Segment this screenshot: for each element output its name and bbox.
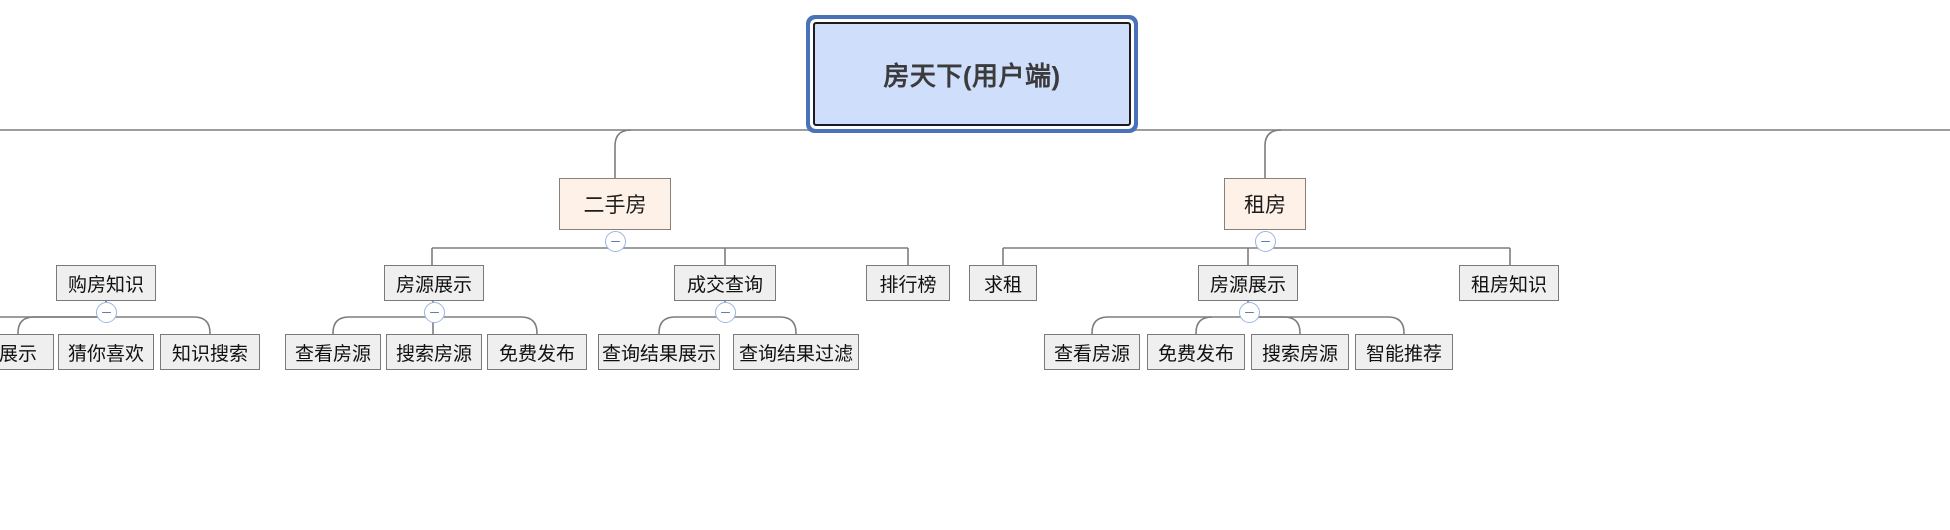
minus-circle-icon: [611, 240, 620, 243]
node-ershoufang[interactable]: 二手房: [559, 178, 671, 230]
node-zhanshi[interactable]: 展示: [0, 334, 54, 370]
minus-circle-icon: [430, 311, 439, 314]
node-chaxun-jieguo-zhanshi[interactable]: 查询结果展示: [598, 334, 720, 370]
minus-circle-icon: [1245, 311, 1254, 314]
root-node-fangtianxia[interactable]: 房天下(用户端): [813, 22, 1131, 126]
collapse-toggle-fangyuan-zhanshi-zufang[interactable]: [1239, 302, 1260, 323]
node-mianfei-fabu-zufang[interactable]: 免费发布: [1147, 334, 1245, 370]
collapse-toggle-chengjiao-chaxun[interactable]: [715, 302, 736, 323]
node-zhishi-sousuo[interactable]: 知识搜索: [160, 334, 260, 370]
node-zufang-zhishi[interactable]: 租房知识: [1459, 265, 1559, 301]
minus-circle-icon: [102, 311, 111, 314]
node-zhineng-tuijian[interactable]: 智能推荐: [1355, 334, 1453, 370]
node-qiuzu[interactable]: 求租: [969, 265, 1037, 301]
node-chaxun-jieguo-guolv[interactable]: 查询结果过滤: [733, 334, 859, 370]
collapse-toggle-gouFang-zhishi[interactable]: [96, 302, 117, 323]
node-zufang[interactable]: 租房: [1224, 178, 1306, 230]
node-fangyuan-zhanshi-zufang[interactable]: 房源展示: [1198, 265, 1298, 301]
node-chakan-fangyuan-zufang[interactable]: 查看房源: [1044, 334, 1140, 370]
collapse-toggle-ershoufang[interactable]: [605, 231, 626, 252]
node-mianfei-fabu-ershoufang[interactable]: 免费发布: [487, 334, 587, 370]
minus-circle-icon: [1261, 240, 1270, 243]
minus-circle-icon: [721, 311, 730, 314]
node-paihangbang[interactable]: 排行榜: [866, 265, 950, 301]
node-chakan-fangyuan-ershoufang[interactable]: 查看房源: [285, 334, 381, 370]
node-cainixihuan[interactable]: 猜你喜欢: [58, 334, 154, 370]
node-gouFang-zhishi[interactable]: 购房知识: [56, 265, 156, 301]
node-sousuo-fangyuan-zufang[interactable]: 搜索房源: [1251, 334, 1349, 370]
node-sousuo-fangyuan-ershoufang[interactable]: 搜索房源: [386, 334, 482, 370]
collapse-toggle-zufang[interactable]: [1255, 231, 1276, 252]
node-fangyuan-zhanshi-ershoufang[interactable]: 房源展示: [384, 265, 484, 301]
node-chengjiao-chaxun[interactable]: 成交查询: [674, 265, 776, 301]
collapse-toggle-fangyuan-zhanshi-ershoufang[interactable]: [424, 302, 445, 323]
